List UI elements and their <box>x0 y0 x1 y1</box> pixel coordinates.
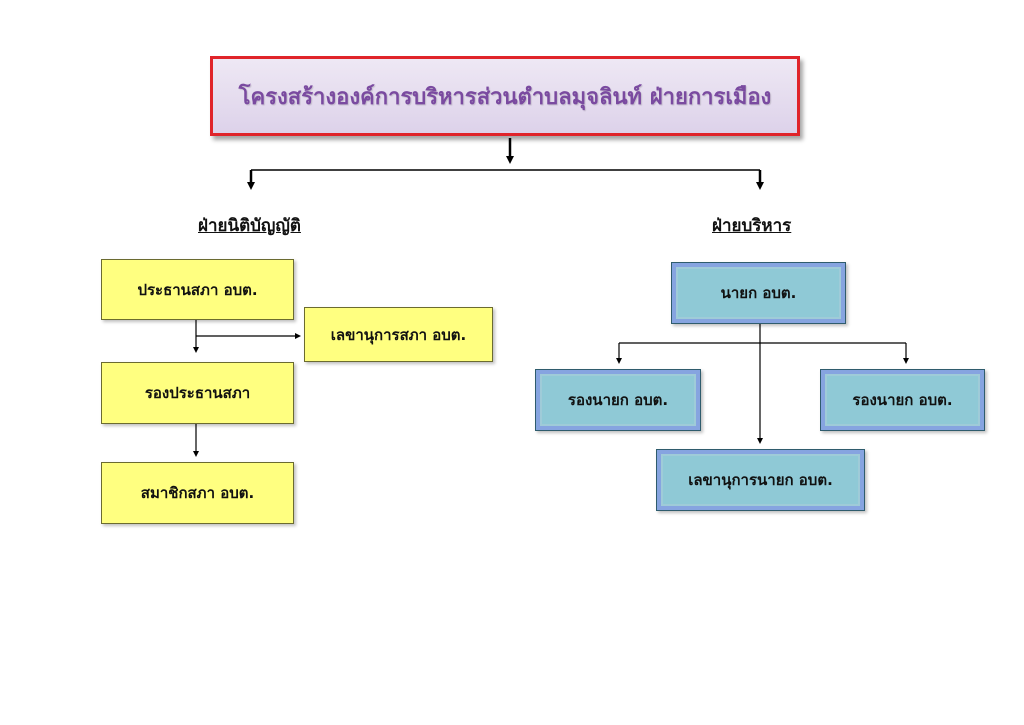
vice-chairman-box: รองประธานสภา <box>101 362 294 424</box>
mayor-box: นายก อบต. <box>671 262 846 324</box>
deputy-mayor-right-box: รองนายก อบต. <box>820 369 985 431</box>
mayor-secretary-box: เลขานุการนายก อบต. <box>656 449 865 511</box>
council-member-box: สมาชิกสภา อบต. <box>101 462 294 524</box>
page-title: โครงสร้างองค์การบริหารส่วนตำบลมุจลินท์ ฝ… <box>238 84 772 110</box>
title-box: โครงสร้างองค์การบริหารส่วนตำบลมุจลินท์ ฝ… <box>210 56 800 136</box>
executive-heading: ฝ่ายบริหาร <box>712 216 792 236</box>
deputy-mayor-left-box: รองนายก อบต. <box>535 369 701 431</box>
legislative-heading: ฝ่ายนิติบัญญัติ <box>198 216 301 236</box>
chairman-box: ประธานสภา อบต. <box>101 259 294 320</box>
council-secretary-box: เลขานุการสภา อบต. <box>304 307 493 362</box>
